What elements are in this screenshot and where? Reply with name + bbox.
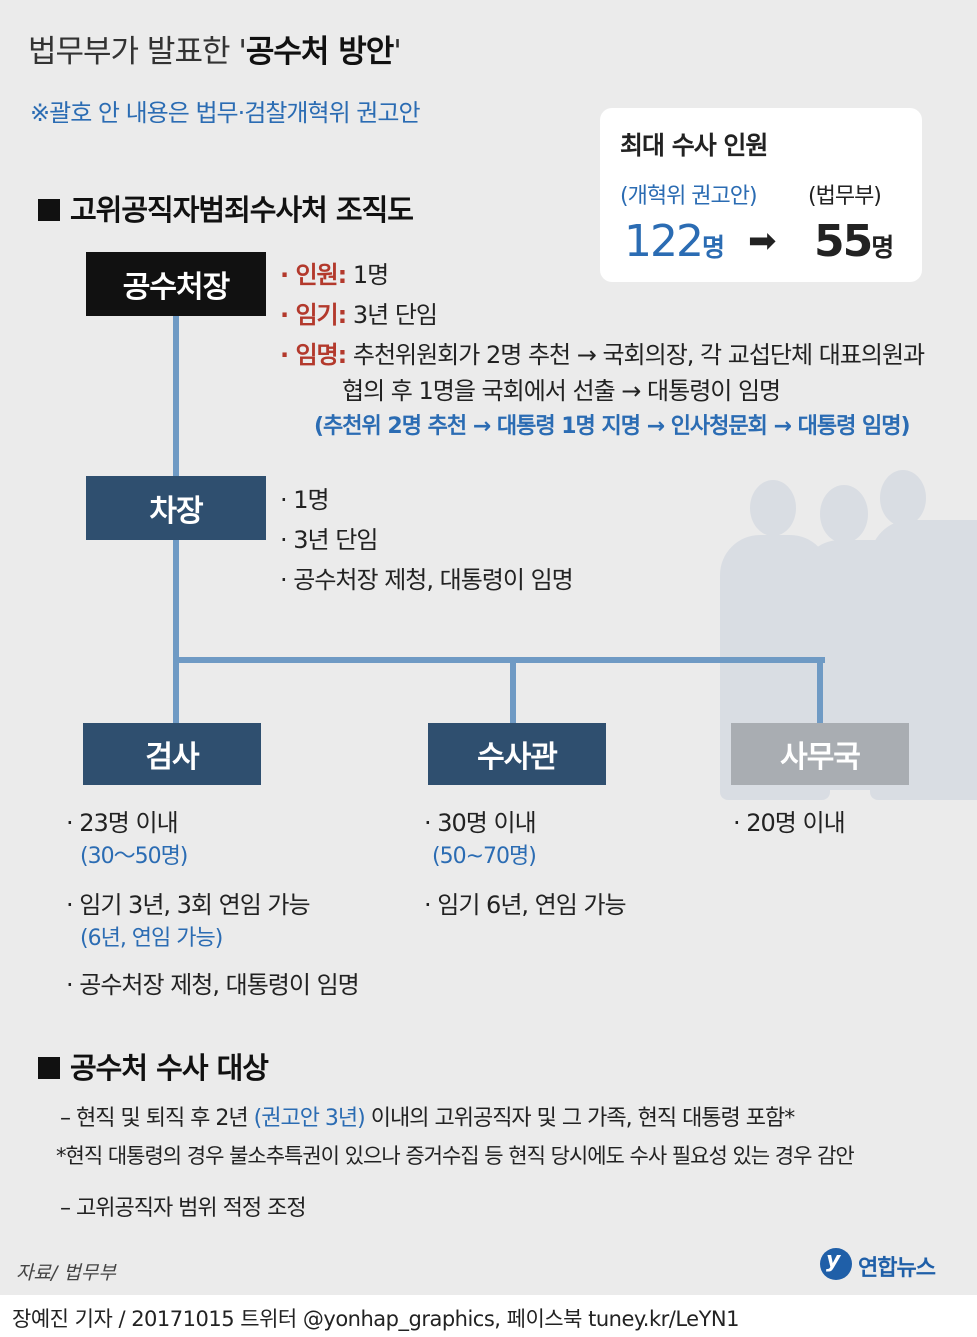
connector-prosecutor — [173, 657, 179, 725]
connector-investigator — [510, 657, 516, 725]
arrow-icon: ➡ — [748, 221, 777, 261]
page-title: 법무부가 발표한 '공수처 방안' — [28, 34, 402, 70]
source-credit: 자료/ 법무부 — [16, 1262, 116, 1284]
bracket-note: ※괄호 안 내용은 법무·검찰개혁위 권고안 — [30, 99, 421, 127]
target-footnote: *현직 대통령의 경우 불소추특권이 있으나 증거수집 등 현직 당시에도 수사… — [56, 1144, 855, 1168]
target-line-2: – 고위공직자 범위 적정 조정 — [60, 1196, 307, 1221]
max-staff-card: 최대 수사 인원 (개혁위 권고안) (법무부) 122명 ➡ 55명 — [600, 108, 922, 282]
connector-deputy-branch — [173, 540, 179, 665]
card-left-value: 122명 — [624, 216, 725, 267]
yonhap-logo-icon — [820, 1248, 852, 1280]
office-box: 사무국 — [731, 723, 909, 785]
connector-office — [817, 657, 823, 725]
deputy-box: 차장 — [86, 476, 266, 540]
section-org-chart-heading: 고위공직자범죄수사처 조직도 — [38, 187, 414, 229]
head-box: 공수처장 — [86, 252, 266, 316]
investigator-box: 수사관 — [428, 723, 606, 785]
connector-head-deputy — [173, 316, 179, 476]
footer-credit: 장예진 기자 / 20171015 트위터 @yonhap_graphics, … — [12, 1307, 740, 1331]
connector-horizontal — [173, 657, 825, 663]
card-left-label: (개혁위 권고안) — [620, 184, 758, 209]
office-info: · 20명 이내 — [733, 809, 846, 837]
prosecutor-box: 검사 — [83, 723, 261, 785]
card-right-label: (법무부) — [808, 184, 882, 209]
yonhap-logo: y 연합뉴스 — [820, 1246, 960, 1282]
section-targets-heading: 공수처 수사 대상 — [38, 1045, 269, 1087]
footer-bar — [0, 1295, 977, 1337]
card-heading: 최대 수사 인원 — [620, 131, 768, 160]
card-right-value: 55명 — [814, 216, 895, 267]
target-line-1: – 현직 및 퇴직 후 2년 (권고안 3년) 이내의 고위공직자 및 그 가족… — [60, 1106, 795, 1131]
